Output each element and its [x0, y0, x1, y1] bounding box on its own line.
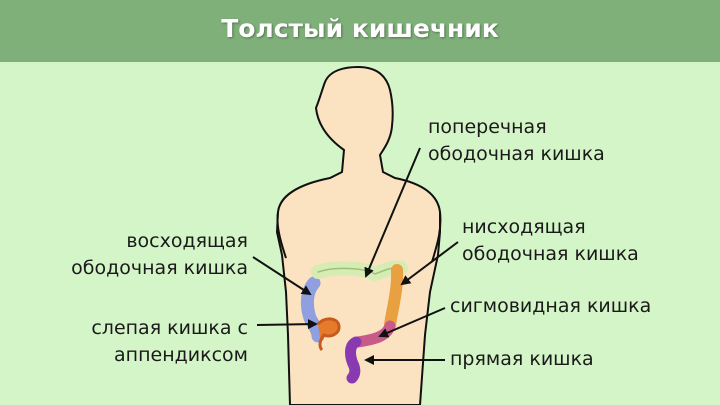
cecum [316, 317, 341, 352]
arrow-transverse [364, 147, 421, 278]
label-sigmoid-colon: сигмовидная кишка [450, 295, 652, 317]
descending-colon [384, 264, 404, 331]
label-ascending-colon: восходящая ободочная кишка [71, 230, 248, 279]
label-transverse-colon: поперечная ободочная кишка [428, 116, 605, 165]
arrow-cecum [256, 319, 318, 330]
rectum [345, 336, 362, 384]
body-silhouette [275, 65, 441, 405]
arrow-descending [400, 241, 459, 286]
title-bar: Толстый кишечник [0, 0, 720, 62]
label-rectum: прямая кишка [450, 348, 594, 370]
label-descending-colon: нисходящая ободочная кишка [462, 216, 639, 265]
arrow-sigmoid [378, 307, 446, 338]
left-arm [276, 211, 287, 259]
label-cecum: слепая кишка с аппендиксом [91, 317, 248, 366]
right-arm [431, 211, 442, 263]
page-title: Толстый кишечник [221, 14, 499, 43]
arrow-ascending [252, 256, 312, 296]
